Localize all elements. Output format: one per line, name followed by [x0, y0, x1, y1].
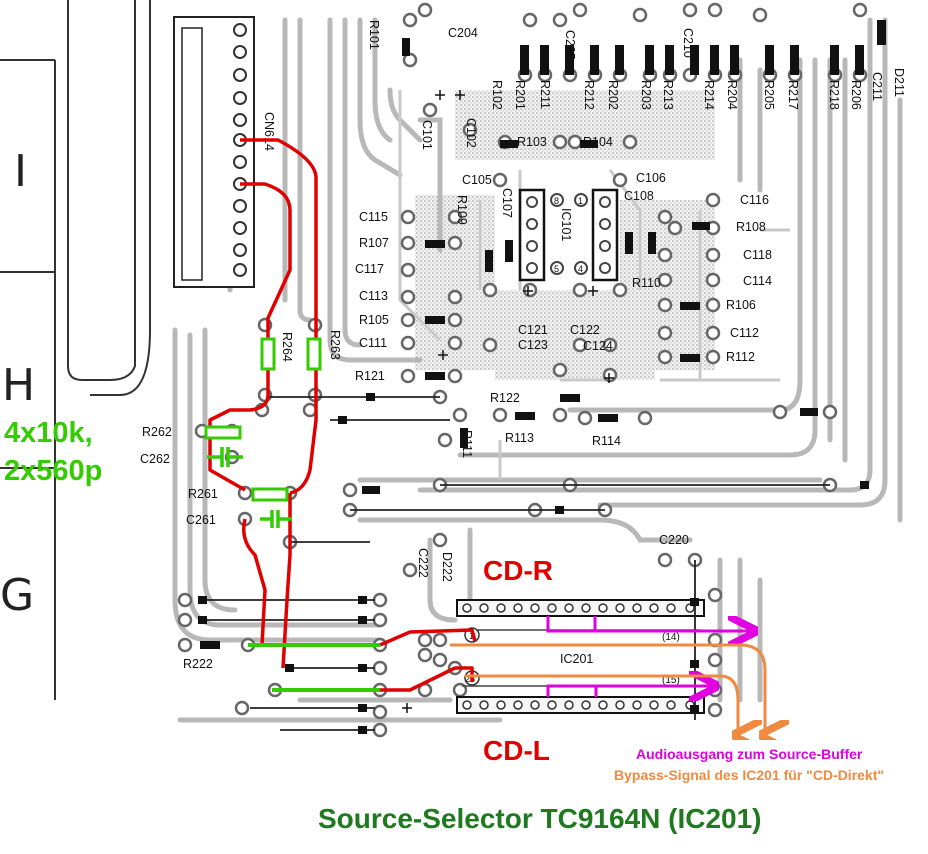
connector-cn614	[173, 16, 255, 288]
audio-out-arrows	[546, 616, 752, 697]
ref-label: R204	[725, 80, 739, 110]
ref-label: R202	[606, 80, 620, 110]
ref-label: C108	[624, 189, 654, 203]
ref-label: R114	[592, 434, 621, 448]
legend-audio-output: Audioausgang zum Source-Buffer	[636, 746, 863, 762]
pin-label: 28	[465, 674, 475, 684]
silkscreen-labels: C204 R103 R104 C105 C106 C108 C115 R107 …	[140, 26, 772, 686]
ic201-package	[456, 599, 705, 714]
ref-label: D222	[440, 552, 454, 582]
ref-label: C204	[448, 26, 478, 40]
ref-label: IC101	[559, 208, 573, 241]
ref-label: C111	[359, 336, 387, 350]
modification-values-label: 2x560p	[4, 455, 103, 487]
ref-label: R121	[355, 369, 385, 383]
ref-label: R206	[849, 80, 863, 110]
ref-label: R103	[517, 135, 547, 149]
ref-label: R109	[455, 195, 469, 225]
ref-label: C105	[462, 173, 492, 187]
ref-label: C211	[870, 72, 884, 101]
copper-traces	[172, 17, 903, 723]
ref-label: C262	[140, 452, 170, 466]
ref-label: R105	[359, 313, 389, 327]
cd-l-label: CD-L	[483, 735, 550, 766]
ref-label: R113	[505, 431, 534, 445]
ground-plane	[415, 90, 715, 380]
ref-label: R106	[726, 298, 756, 312]
ic101-package	[518, 188, 619, 282]
pin-label: 8	[554, 196, 559, 206]
ref-label: C117	[355, 262, 384, 276]
ref-label: C107	[500, 188, 514, 218]
ref-label: C114	[743, 274, 772, 288]
ref-label: R212	[582, 80, 596, 110]
ref-label: C106	[636, 171, 666, 185]
cd-r-label: CD-R	[483, 555, 553, 586]
ref-label: C123	[518, 338, 548, 352]
ref-label: R110	[632, 276, 661, 290]
ref-label: R205	[762, 80, 776, 110]
jumper-ends	[198, 393, 869, 734]
ref-label: R104	[583, 135, 613, 149]
ref-label: IC201	[560, 652, 593, 666]
ref-label: C112	[730, 326, 759, 340]
ref-label: C124	[583, 339, 613, 353]
pin-label: 1	[578, 196, 583, 206]
ref-label: C116	[740, 193, 769, 207]
ref-label: D211	[892, 68, 906, 97]
ref-label: C113	[359, 289, 388, 303]
pin-label: (14)	[662, 632, 680, 643]
ref-label: R218	[827, 80, 841, 110]
bypass-lines	[450, 643, 765, 735]
ref-label: C118	[743, 248, 772, 262]
ref-label: C122	[570, 323, 600, 337]
ref-label: R102	[490, 80, 504, 110]
ref-label: C210	[681, 28, 695, 58]
ref-label: R261	[188, 487, 218, 501]
ref-label: CN614	[262, 112, 276, 151]
ref-label: R211	[538, 80, 552, 109]
ref-label: R122	[490, 391, 520, 405]
modification-values-label: 4x10k,	[4, 417, 93, 449]
ref-label: C205	[563, 30, 577, 60]
ref-label: R262	[142, 425, 172, 439]
ref-label: R264	[280, 332, 294, 362]
polarity-marks	[402, 90, 614, 713]
ref-label: R201	[513, 80, 527, 110]
ref-label: R111	[460, 430, 474, 458]
ref-label: R222	[183, 657, 213, 671]
ref-label: R217	[786, 80, 800, 110]
zone-label-g: G	[0, 570, 34, 621]
resistor-bodies	[200, 20, 886, 649]
zone-label-h: H	[2, 360, 35, 411]
ref-label: C220	[659, 533, 689, 547]
ref-label: C121	[518, 323, 548, 337]
legend-bypass-signal: Bypass-Signal des IC201 für "CD-Direkt"	[614, 767, 885, 783]
green-modification	[204, 337, 380, 692]
ref-label: C261	[186, 513, 216, 527]
ref-label: R214	[702, 80, 716, 110]
ref-label: R112	[726, 350, 755, 364]
ref-label: R213	[661, 80, 675, 110]
ref-label: C222	[416, 548, 430, 578]
ref-label: R263	[328, 330, 342, 360]
pin-label: 5	[554, 264, 559, 274]
ref-label: R107	[359, 236, 389, 250]
ref-label: C115	[359, 210, 388, 224]
ref-label: R101	[367, 20, 381, 50]
pin-label: 4	[578, 264, 583, 274]
board-outline	[0, 0, 151, 700]
pcb-layout-diagram: I H G C204 R103 R104 C105 C106 C108 C115…	[0, 0, 906, 740]
pin-label: (15)	[662, 675, 680, 686]
pin-label: 1	[469, 631, 474, 641]
ref-label: C102	[464, 118, 478, 148]
ref-label: R108	[736, 220, 766, 234]
red-signal-traces	[208, 138, 477, 692]
figure-caption: Source-Selector TC9164N (IC201)	[318, 803, 762, 834]
ref-label: C101	[420, 120, 434, 150]
ref-label: R203	[639, 80, 653, 110]
zone-label-i: I	[14, 146, 27, 197]
